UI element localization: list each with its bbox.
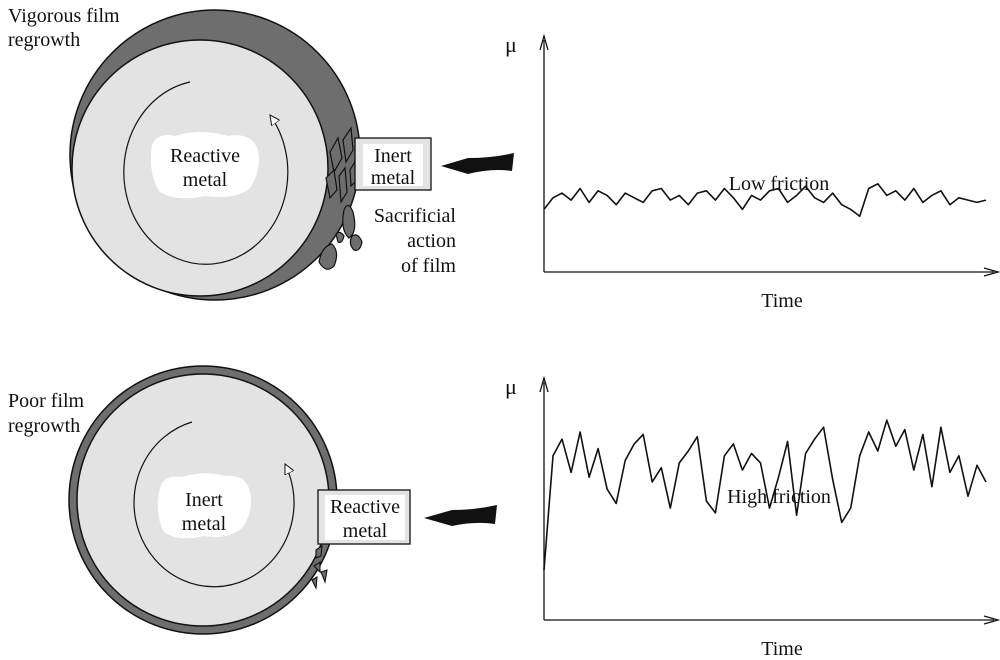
bottom-film-label-line1: Poor film: [8, 390, 85, 412]
top-disc-label-line2: metal: [183, 169, 228, 191]
bottom-plot-y-arrowhead: [539, 375, 549, 393]
bottom-rotation-arrow: [133, 421, 295, 588]
bottom-plot-x-label: Time: [761, 638, 803, 660]
top-film-debris: [318, 126, 363, 270]
top-pin-label-line1: Inert: [374, 145, 412, 167]
top-debris-label-line2: action: [407, 230, 456, 252]
top-panel: Reactive metal Inert metal Vigorous film…: [8, 5, 1000, 312]
bottom-pin-label-line2: metal: [343, 520, 388, 542]
top-film-label-line1: Vigorous film: [8, 5, 120, 27]
bottom-disc-label-patch: [157, 473, 251, 539]
top-pin-label-patch: [363, 144, 423, 186]
top-friction-trace: [543, 183, 987, 218]
top-film-label-line2: regrowth: [8, 29, 80, 51]
bottom-plot-x-arrowhead: [983, 615, 1000, 625]
top-disc-label-patch: [151, 132, 259, 199]
top-load-arrow: [441, 153, 514, 174]
top-debris-label-line1: Sacrificial: [374, 205, 457, 227]
bottom-film-debris: [311, 544, 328, 590]
bottom-pin-label-line1: Reactive: [330, 496, 400, 518]
bottom-disc-label-line2: metal: [182, 513, 227, 535]
bottom-friction-plot: μ Time High friction: [505, 374, 1000, 660]
top-disc-label-line1: Reactive: [170, 145, 240, 167]
top-plot-y-arrowhead: [539, 33, 549, 51]
top-plot-y-label: μ: [505, 32, 517, 57]
bottom-load-arrow: [424, 505, 497, 526]
bottom-plot-y-label: μ: [505, 374, 517, 399]
bottom-panel: Inert metal Reactive metal Poor film reg…: [8, 365, 1000, 660]
bottom-pin-label-patch: [325, 495, 405, 540]
bottom-friction-trace: [543, 419, 987, 571]
top-plot-x-arrowhead: [983, 267, 1000, 277]
bottom-film-label-line2: regrowth: [8, 415, 80, 437]
top-debris-label-line3: of film: [401, 255, 456, 277]
bottom-disc-label-line1: Inert: [185, 489, 223, 511]
bottom-plot-annotation: High friction: [727, 486, 831, 508]
top-rotation-arrow: [123, 81, 289, 265]
top-plot-annotation: Low friction: [729, 173, 830, 195]
top-plot-x-label: Time: [761, 290, 803, 312]
top-pin-label-line2: metal: [371, 167, 416, 189]
top-friction-plot: μ Time Low friction: [505, 32, 1000, 312]
